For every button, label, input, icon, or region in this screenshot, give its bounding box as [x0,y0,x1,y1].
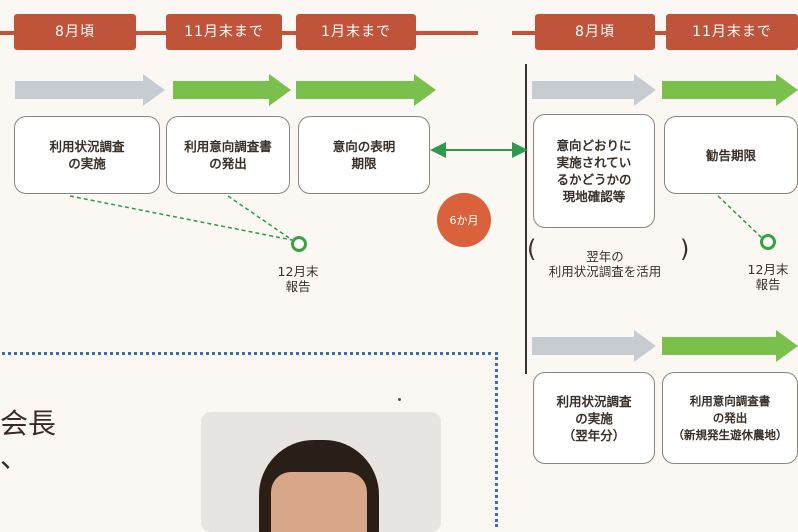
bracket-right: ) [680,235,690,263]
report-note-2: 12月末 報告 [747,262,789,292]
report-circle-1 [291,236,307,252]
six-months-badge: 6か月 [437,193,491,247]
dashed-line-1 [69,195,293,241]
timeline-tag-jan: 1月末まで [296,14,416,50]
green-arrow-3 [662,74,798,106]
dashed-line-3 [717,195,763,239]
year-divider [525,64,527,374]
box-recommendation-deadline: 勧告期限 [664,116,798,194]
bracket-left: ( [527,235,537,263]
gray-arrow-3 [532,330,656,362]
gray-arrow-1 [15,74,165,106]
box-usage-survey: 利用状況調査 の実施 [14,116,160,194]
next-year-survey-note: 翌年の 利用状況調査を活用 [548,249,662,279]
dashed-line-2 [227,195,293,241]
speck [398,398,401,401]
box-intention-survey-issue: 利用意向調査書 の発出 [166,116,290,194]
timeline-tag-nov-next: 11月末まで [666,14,798,50]
report-circle-2 [760,234,776,250]
report-note-1: 12月末 報告 [277,264,319,294]
person-photo [201,412,441,532]
connector-lines [69,142,763,241]
green-arrow-2 [296,74,436,106]
green-arrow-4 [662,330,798,362]
box-intention-issue-new: 利用意向調査書 の発出 （新規発生遊休農地） [662,372,798,464]
timeline-tag-aug-next: 8月頃 [535,14,655,50]
gray-arrow-2 [532,74,656,106]
box-usage-survey-next-year: 利用状況調査 の実施 （翌年分） [533,372,655,464]
timeline-tag-aug: 8月頃 [14,14,136,50]
green-arrow-1 [173,74,291,106]
box-site-check: 意向どおりに 実施されてい るかどうかの 現地確認等 [533,114,655,228]
timeline-line-right [512,31,798,35]
interview-panel-frame [0,352,498,527]
timeline-tag-nov: 11月末まで [166,14,282,50]
box-intention-deadline: 意向の表明 期限 [298,116,430,194]
person-title: 会長 、 [0,407,57,474]
face-shape [271,472,367,532]
